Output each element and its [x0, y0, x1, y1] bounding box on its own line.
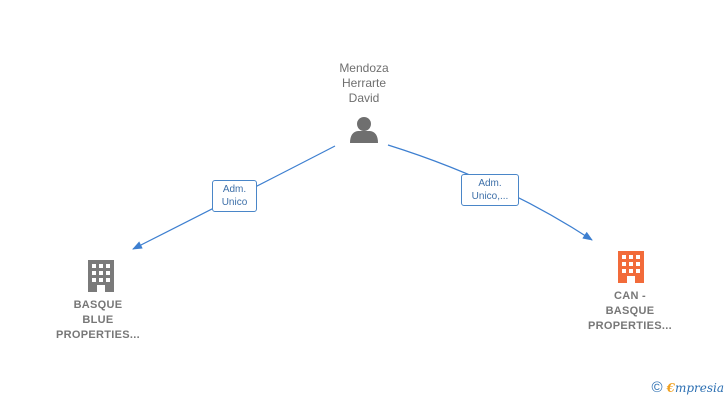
empresia-watermark: © €mpresia [652, 379, 724, 396]
building-icon[interactable] [618, 251, 644, 283]
company-label-left[interactable]: BASQUE BLUE PROPERTIES... [38, 298, 158, 343]
copyright-icon: © [651, 379, 663, 396]
person-icon[interactable] [350, 117, 378, 143]
brand-logo-text: mpresia [674, 380, 724, 395]
company-name-line: CAN - [613, 290, 647, 302]
edge-label-line: Unico,... [471, 191, 509, 202]
person-name-line: Mendoza [339, 61, 389, 75]
company-name-line: BASQUE [73, 299, 123, 311]
company-name-line: BASQUE [605, 305, 655, 317]
edge-label-line: Adm. [478, 178, 502, 189]
company-label-right[interactable]: CAN - BASQUE PROPERTIES... [566, 289, 694, 334]
edge-label-line: Unico [221, 197, 248, 208]
company-name-line: PROPERTIES... [588, 320, 672, 332]
person-name-line: Herrarte [341, 76, 386, 90]
person-name-label[interactable]: Mendoza Herrarte David [314, 61, 414, 106]
brand-logo: €mpresia [667, 381, 724, 395]
company-name-line: PROPERTIES... [56, 329, 140, 341]
person-name-line: David [348, 91, 380, 105]
building-icon[interactable] [88, 260, 114, 292]
edge-label-left[interactable]: Adm. Unico [212, 180, 257, 212]
edge-label-line: Adm. [222, 184, 247, 195]
company-name-line: BLUE [82, 314, 114, 326]
brand-logo-initial: € [666, 380, 675, 395]
edge-label-right[interactable]: Adm. Unico,... [461, 174, 519, 206]
